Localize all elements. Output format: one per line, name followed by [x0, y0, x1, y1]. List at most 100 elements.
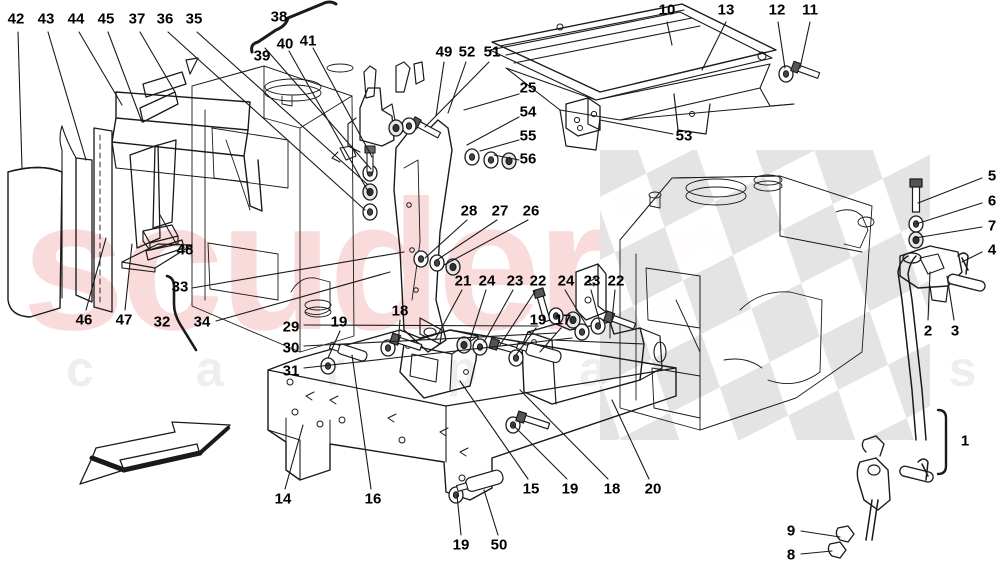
callout-label-44: 44 — [67, 10, 85, 28]
callout-label-3: 3 — [950, 322, 960, 340]
leader-line-4 — [961, 251, 983, 263]
leader-line-8 — [800, 550, 833, 555]
leader-line-47 — [124, 243, 133, 311]
callout-label-24b: 24 — [557, 272, 575, 290]
callout-label-15: 15 — [522, 480, 540, 498]
callout-label-43: 43 — [37, 10, 55, 28]
leader-line-19c — [512, 424, 568, 480]
callout-label-5: 5 — [987, 167, 997, 185]
callout-label-14: 14 — [274, 490, 292, 508]
leader-line-48 — [159, 214, 178, 246]
leader-line-18 — [397, 319, 401, 346]
leader-line-29 — [303, 324, 539, 327]
leader-line-9 — [800, 530, 841, 538]
leader-line-40 — [288, 50, 370, 194]
fastener-set-bottom — [320, 263, 637, 504]
leader-line-37 — [139, 31, 176, 93]
mounting-plate-14 — [267, 329, 677, 501]
callout-label-23: 23 — [506, 272, 524, 290]
callout-label-7: 7 — [987, 217, 997, 235]
callout-label-34: 34 — [193, 313, 211, 331]
callout-label-13: 13 — [717, 1, 735, 19]
callout-label-31: 31 — [282, 362, 300, 380]
callout-label-56: 56 — [519, 150, 537, 168]
leader-line-39 — [264, 47, 372, 170]
leader-line-56 — [493, 154, 520, 161]
leader-line-22b — [611, 289, 616, 321]
callout-label-25: 25 — [519, 79, 537, 97]
leader-line-17 — [539, 327, 562, 353]
callout-label-33: 33 — [171, 278, 189, 296]
callout-label-11: 11 — [802, 1, 818, 19]
leader-line-34 — [215, 271, 391, 322]
callout-label-42: 42 — [7, 10, 25, 28]
leader-line-45 — [107, 31, 143, 123]
leader-line-25 — [463, 93, 520, 111]
leader-line-54 — [466, 116, 520, 146]
right-cover-20 — [521, 321, 667, 405]
leader-line-42 — [17, 31, 23, 169]
leader-line-10 — [666, 21, 673, 46]
callout-label-27: 27 — [491, 202, 509, 220]
callout-label-47: 47 — [115, 311, 133, 329]
leader-line-36 — [167, 31, 366, 211]
callout-label-1: 1 — [960, 432, 970, 450]
callout-label-19b: 19 — [529, 311, 547, 329]
leader-line-24b — [564, 289, 589, 329]
leader-line-52 — [447, 61, 467, 114]
callout-label-52: 52 — [458, 43, 476, 61]
callout-label-22b: 22 — [607, 272, 625, 290]
leader-line-16 — [351, 354, 372, 490]
callout-label-48: 48 — [176, 241, 194, 259]
callout-label-20: 20 — [644, 480, 662, 498]
leader-line-53 — [599, 119, 674, 135]
callout-label-19d: 19 — [452, 536, 470, 554]
callout-leader-lines — [17, 21, 983, 555]
leader-line-14 — [284, 424, 304, 490]
leader-line-23b — [590, 289, 601, 324]
leader-line-3 — [946, 275, 955, 321]
leader-line-30 — [303, 332, 557, 347]
leader-line-31 — [303, 337, 573, 369]
leader-line-26 — [443, 219, 529, 266]
direction-arrow — [79, 421, 231, 485]
filler-neck-rod-assembly — [827, 178, 986, 559]
leader-line-19d — [456, 494, 462, 536]
callout-label-39: 39 — [253, 47, 271, 65]
leader-line-21 — [434, 289, 463, 341]
leader-line-23 — [483, 289, 514, 343]
leader-line-41 — [312, 47, 373, 158]
callout-label-23b: 23 — [583, 272, 601, 290]
callout-label-16: 16 — [364, 490, 382, 508]
callout-label-18b: 18 — [603, 480, 621, 498]
leader-line-49 — [435, 61, 445, 117]
callout-label-41: 41 — [299, 32, 317, 50]
roof-rail-assembly — [489, 3, 821, 151]
callout-label-54: 54 — [519, 103, 537, 121]
callout-label-2: 2 — [923, 322, 933, 340]
leader-line-13 — [701, 21, 727, 71]
callout-label-19c: 19 — [561, 480, 579, 498]
leader-line-44 — [78, 31, 123, 106]
callout-label-19: 19 — [330, 313, 348, 331]
washer-set-54-56 — [464, 148, 517, 170]
leader-line-46 — [85, 237, 107, 311]
leader-line-11 — [799, 21, 811, 69]
callout-label-17: 17 — [554, 311, 572, 329]
callout-label-46: 46 — [75, 311, 93, 329]
leader-line-33 — [191, 251, 405, 289]
left-insulation-panels — [7, 57, 263, 318]
leader-line-43 — [47, 31, 87, 161]
callout-label-6: 6 — [987, 192, 997, 210]
bracket-marker-32 — [165, 274, 198, 352]
leader-line-24 — [469, 289, 487, 341]
leader-line-19 — [327, 330, 341, 359]
leader-line-50 — [483, 489, 499, 536]
callout-label-4: 4 — [987, 241, 997, 259]
callout-label-49: 49 — [435, 43, 453, 61]
leader-line-27 — [436, 219, 498, 261]
callout-label-36: 36 — [156, 10, 174, 28]
callout-label-26: 26 — [522, 202, 540, 220]
